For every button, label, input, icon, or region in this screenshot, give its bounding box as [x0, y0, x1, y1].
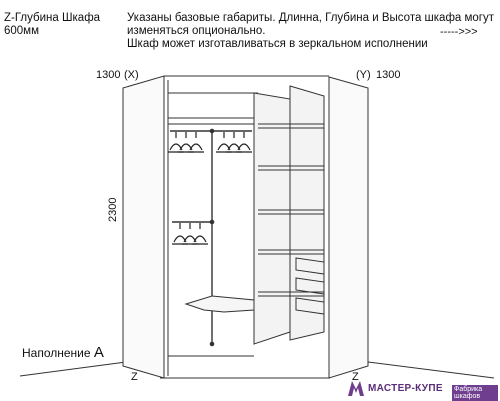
info-note-line2: изменяться опционально.: [127, 25, 266, 38]
dim-left-width: 1300: [96, 69, 121, 81]
depth-label-right: Z: [352, 371, 359, 383]
info-note-line1: Указаны базовые габариты. Длинна, Глубин…: [127, 12, 495, 24]
dim-left-axis: (X): [124, 69, 139, 81]
depth-note-line2: 600мм: [4, 25, 39, 38]
info-note: Указаны базовые габариты. Длинна, Глубин…: [127, 12, 494, 52]
brand-logo: МАСТЕР-КУПЕ Фабрика шкафов: [348, 380, 498, 401]
brand-name: МАСТЕР-КУПЕ: [368, 383, 443, 394]
dim-right-width: 1300: [376, 69, 401, 81]
info-note-line3: Шкаф может изготавливаться в зеркальном …: [127, 38, 428, 51]
hangers-upper: [168, 132, 252, 153]
right-side-panel: [328, 76, 369, 379]
brand-mark-icon: [348, 381, 364, 396]
shelf-unit-door-right: [289, 85, 325, 341]
hangers-lower: [172, 223, 208, 245]
left-side-panel: [122, 75, 165, 379]
dim-height: 2300: [107, 197, 119, 222]
depth-note-line1: Z-Глубина Шкафа: [4, 12, 101, 24]
filling-label: Наполнение А: [22, 344, 104, 361]
filling-label-letter: А: [93, 344, 104, 361]
mirror-arrow: ----->>>: [440, 26, 478, 38]
depth-label-left: Z: [131, 371, 138, 383]
dim-right-axis: (Y): [356, 69, 371, 81]
shelf-unit-door-left: [253, 92, 291, 345]
pole-joint-mid: [209, 219, 215, 225]
pole-joint-top: [209, 128, 215, 134]
pole-joint-bottom: [209, 341, 215, 347]
depth-note: Z-Глубина Шкафа 600мм: [4, 12, 100, 38]
brand-tagline: Фабрика шкафов: [452, 385, 498, 401]
drawer-boxes: [295, 257, 325, 315]
filling-label-text: Наполнение: [22, 346, 91, 360]
floor-line-left: [19, 361, 127, 377]
floor-line-right: [351, 359, 495, 379]
corner-desk-shelf: [184, 295, 255, 313]
